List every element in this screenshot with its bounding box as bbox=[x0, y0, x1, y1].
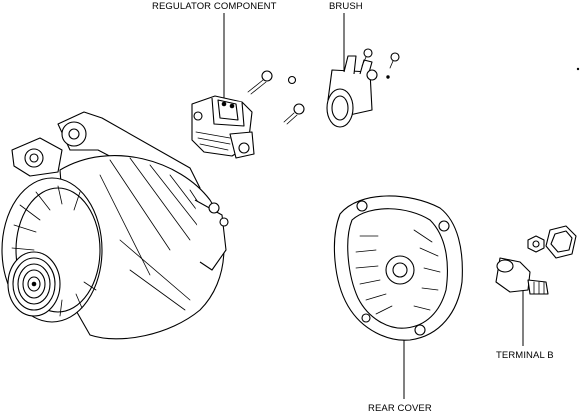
stray-mark bbox=[576, 67, 580, 71]
label-terminal-b: TERMINAL B bbox=[496, 350, 554, 361]
label-regulator-component: REGULATOR COMPONENT bbox=[152, 1, 277, 12]
brush-screws bbox=[361, 48, 400, 79]
brush-holder bbox=[326, 55, 378, 128]
terminal-gasket bbox=[545, 225, 577, 259]
label-brush: BRUSH bbox=[329, 1, 363, 12]
regulator-component bbox=[191, 95, 255, 159]
terminal-nut bbox=[527, 235, 545, 253]
label-rear-cover: REAR COVER bbox=[368, 403, 432, 413]
alternator-assembly bbox=[1, 111, 229, 340]
regulator-screws bbox=[247, 70, 305, 125]
rear-cover bbox=[333, 195, 463, 341]
terminal-b bbox=[495, 257, 549, 295]
